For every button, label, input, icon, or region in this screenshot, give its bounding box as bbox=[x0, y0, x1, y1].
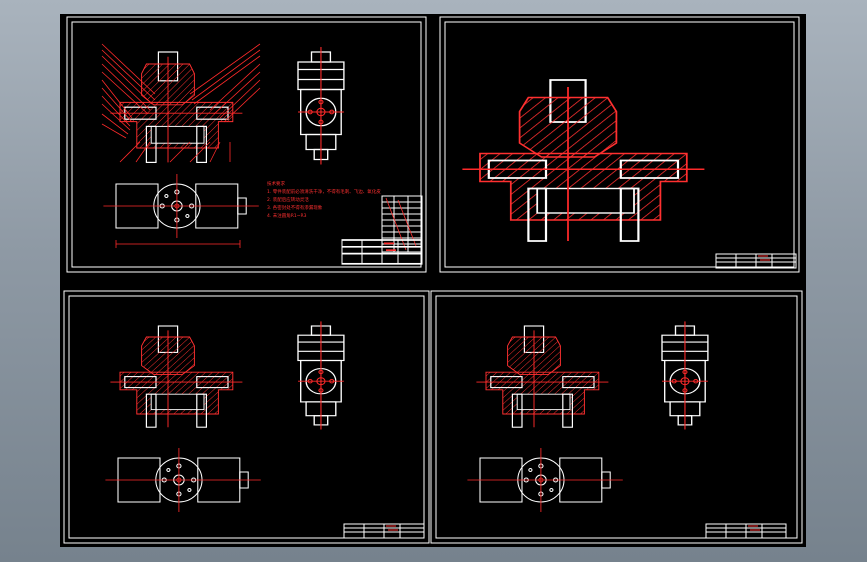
notes-line-1: 1. 零件装配前必须清洗干净，不得有毛刺、飞边、氧化皮 bbox=[267, 188, 381, 195]
sheet-1-side-view bbox=[297, 46, 345, 166]
sheet-3 bbox=[63, 290, 430, 544]
drawing-canvas: 技术要求 1. 零件装配前必须清洗干净，不得有毛刺、飞边、氧化皮 2. 装配后应… bbox=[60, 14, 806, 547]
sheet-2 bbox=[439, 16, 800, 273]
sheet-3-title-block bbox=[343, 523, 425, 539]
sheet-4-top-view bbox=[466, 447, 624, 513]
sheet-4-title-block bbox=[705, 523, 787, 539]
sheet-1: 技术要求 1. 零件装配前必须清洗干净，不得有毛刺、飞边、氧化皮 2. 装配后应… bbox=[66, 16, 427, 273]
notes-title: 技术要求 bbox=[267, 180, 285, 187]
notes-line-4: 4. 未注圆角R1~R3 bbox=[267, 212, 307, 219]
notes-line-3: 3. 各密封处不得有渗漏现象 bbox=[267, 204, 323, 211]
technical-notes: 技术要求 1. 零件装配前必须清洗干净，不得有毛刺、飞边、氧化皮 2. 装配后应… bbox=[267, 180, 381, 219]
sheet-1-top-view bbox=[102, 173, 260, 239]
sheet-4-side-view bbox=[661, 320, 709, 431]
sheet-1-parts-list bbox=[381, 195, 423, 253]
sheet-3-section-view bbox=[109, 325, 244, 428]
sheet-1-section-view bbox=[101, 43, 261, 164]
sheet-1-leaders bbox=[101, 43, 261, 163]
sheet-3-top-view bbox=[104, 447, 262, 513]
sheet-3-side-view bbox=[297, 320, 345, 431]
sheet-4-section-view bbox=[475, 325, 610, 428]
sheet-2-enlarged-section bbox=[461, 78, 706, 243]
sheet-4 bbox=[430, 290, 803, 544]
cad-drawing: 技术要求 1. 零件装配前必须清洗干净，不得有毛刺、飞边、氧化皮 2. 装配后应… bbox=[63, 16, 803, 544]
sheet-2-title-block bbox=[715, 253, 797, 269]
notes-line-2: 2. 装配后应转动灵活 bbox=[267, 196, 309, 203]
